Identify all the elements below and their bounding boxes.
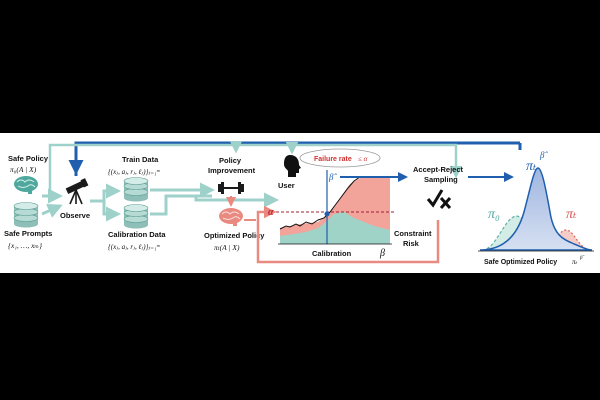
- arrow-observe-to-train: [90, 183, 121, 203]
- database-icon: [13, 202, 39, 228]
- red-loop-line: [256, 218, 440, 264]
- teal-risk-area: [280, 212, 390, 244]
- output-caption: Safe Optimized Policy: [484, 259, 557, 266]
- safe-policy-title: Safe Policy: [8, 154, 49, 163]
- arrow-calib-long: [194, 192, 279, 208]
- arrow-red-to-chart: [256, 205, 277, 219]
- alpha-label: α: [268, 207, 274, 218]
- output-caption-sup: β̂: [579, 256, 584, 261]
- pit-hat-sup: β̂: [539, 150, 548, 160]
- policy-improvement-block: Policy Improvement Optimized Policy πₜ(A…: [204, 156, 265, 252]
- observe-block: Observe: [60, 178, 90, 220]
- calibration-point: [324, 211, 330, 217]
- pit-label: πₜ: [566, 207, 577, 222]
- improvement-line2: Improvement: [208, 166, 256, 175]
- sampling-block: Accept-Reject Sampling: [413, 165, 464, 210]
- calibration-data-formula: {(xⱼ, aⱼ, rⱼ, ℓⱼ)}ⱼ₌₁ᵐ: [108, 243, 160, 251]
- train-data-title: Train Data: [122, 155, 159, 164]
- arrow-calib-to-chart: [150, 194, 212, 216]
- sampling-line2: Sampling: [424, 175, 458, 184]
- arrow-prompts-to-observe: [41, 204, 63, 218]
- dumbbell-icon: [218, 182, 244, 194]
- diagram-background: [0, 133, 600, 273]
- optimized-policy-title: Optimized Policy: [204, 231, 265, 240]
- pi0-label: π₀: [488, 207, 500, 222]
- constraint-risk-plot: α β̂ β Calibration: [268, 170, 394, 259]
- optimized-policy-formula: πₜ(A | X): [214, 243, 240, 252]
- user-label: User: [278, 181, 295, 190]
- beta-label: β: [379, 248, 385, 259]
- beta-hat-label: β̂: [328, 172, 337, 182]
- safe-policy-formula: π₀(A | X): [10, 165, 37, 174]
- observe-label: Observe: [60, 211, 90, 220]
- user-head-icon: [284, 155, 301, 177]
- safe-policy-block: Safe Policy π₀(A | X) Safe Prompts {x₁, …: [4, 154, 52, 250]
- output-caption-symbol: πₜ: [572, 258, 578, 266]
- brain-icon: [219, 208, 243, 226]
- constraint-risk-line1: Constraint: [394, 229, 432, 238]
- safe-prompts-title: Safe Prompts: [4, 229, 52, 238]
- brain-icon: [14, 176, 38, 194]
- train-data-block: Train Data {(xⱼ, aⱼ, rⱼ, ℓⱼ)}ⱼ₌₁ᵐ: [108, 155, 160, 202]
- failure-rate-text: Failure rate: [314, 156, 352, 163]
- constraint-risk-line2: Risk: [403, 239, 420, 248]
- improvement-line1: Policy: [219, 156, 242, 165]
- calibration-data-block: Calibration Data {(xⱼ, aⱼ, rⱼ, ℓⱼ)}ⱼ₌₁ᵐ: [108, 204, 166, 251]
- telescope-icon: [65, 178, 89, 205]
- pit-hat-label: πₜ: [526, 159, 537, 174]
- calibration-block: User Failure rate ≤ α α β̂ β Calibration…: [268, 148, 432, 259]
- arrow-observe-to-calib: [102, 201, 121, 222]
- calibration-label: Calibration: [312, 249, 352, 258]
- database-icon: [123, 177, 149, 202]
- pit-hat-density: [479, 167, 593, 251]
- failure-rate-bound: ≤ α: [358, 155, 368, 163]
- database-icon: [123, 204, 149, 229]
- top-teal-line: [48, 143, 463, 196]
- output-block: πₜ β̂ π₀ πₜ Safe Optimized Policy πₜ β̂: [478, 150, 594, 266]
- risk-curve: [279, 176, 390, 230]
- failure-rate-bubble: Failure rate ≤ α: [299, 148, 381, 168]
- calibration-data-title: Calibration Data: [108, 230, 166, 239]
- train-data-formula: {(xⱼ, aⱼ, rⱼ, ℓⱼ)}ⱼ₌₁ᵐ: [108, 168, 160, 176]
- check-x-icon: [426, 189, 452, 210]
- safe-prompts-formula: {x₁, …, xₘ}: [8, 241, 42, 250]
- sampling-line1: Accept-Reject: [413, 165, 464, 174]
